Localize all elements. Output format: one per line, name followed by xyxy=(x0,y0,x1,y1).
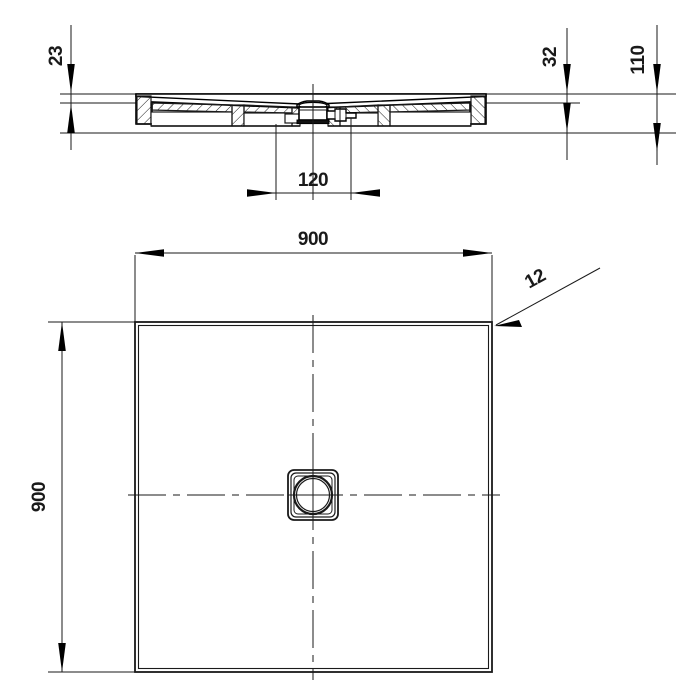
dimension-900-depth-label: 900 xyxy=(29,482,50,512)
right-cavity-1 xyxy=(389,111,472,127)
tray-section-profile xyxy=(135,93,487,127)
dimension-23: 23 xyxy=(46,25,75,150)
dimension-900-depth: 900 xyxy=(29,321,140,673)
section-centerlines xyxy=(275,84,352,200)
dimension-32: 32 xyxy=(540,28,571,160)
right-rim-hatch xyxy=(470,95,486,125)
section-view: 23 32 110 120 xyxy=(46,25,676,200)
dimension-23-label: 23 xyxy=(46,46,67,66)
right-web-1 xyxy=(377,104,391,127)
left-rib-hatch-2 xyxy=(243,104,293,114)
dimension-120: 120 xyxy=(247,170,380,197)
dimension-900-width-label: 900 xyxy=(298,229,328,250)
left-rib-hatch-1 xyxy=(150,102,233,113)
left-cavity-1 xyxy=(150,111,233,127)
left-web-1 xyxy=(231,104,245,127)
dimension-900-width: 900 xyxy=(134,229,493,330)
plan-view: 900 900 12 xyxy=(29,229,601,680)
dimension-32-label: 32 xyxy=(540,47,561,67)
right-rib-hatch-1 xyxy=(389,102,472,113)
dimension-110-label: 110 xyxy=(628,45,649,74)
dimension-110: 110 xyxy=(628,25,661,165)
drain-grate xyxy=(287,469,339,521)
left-rim-hatch xyxy=(136,95,152,125)
dimension-120-label: 120 xyxy=(298,170,328,191)
